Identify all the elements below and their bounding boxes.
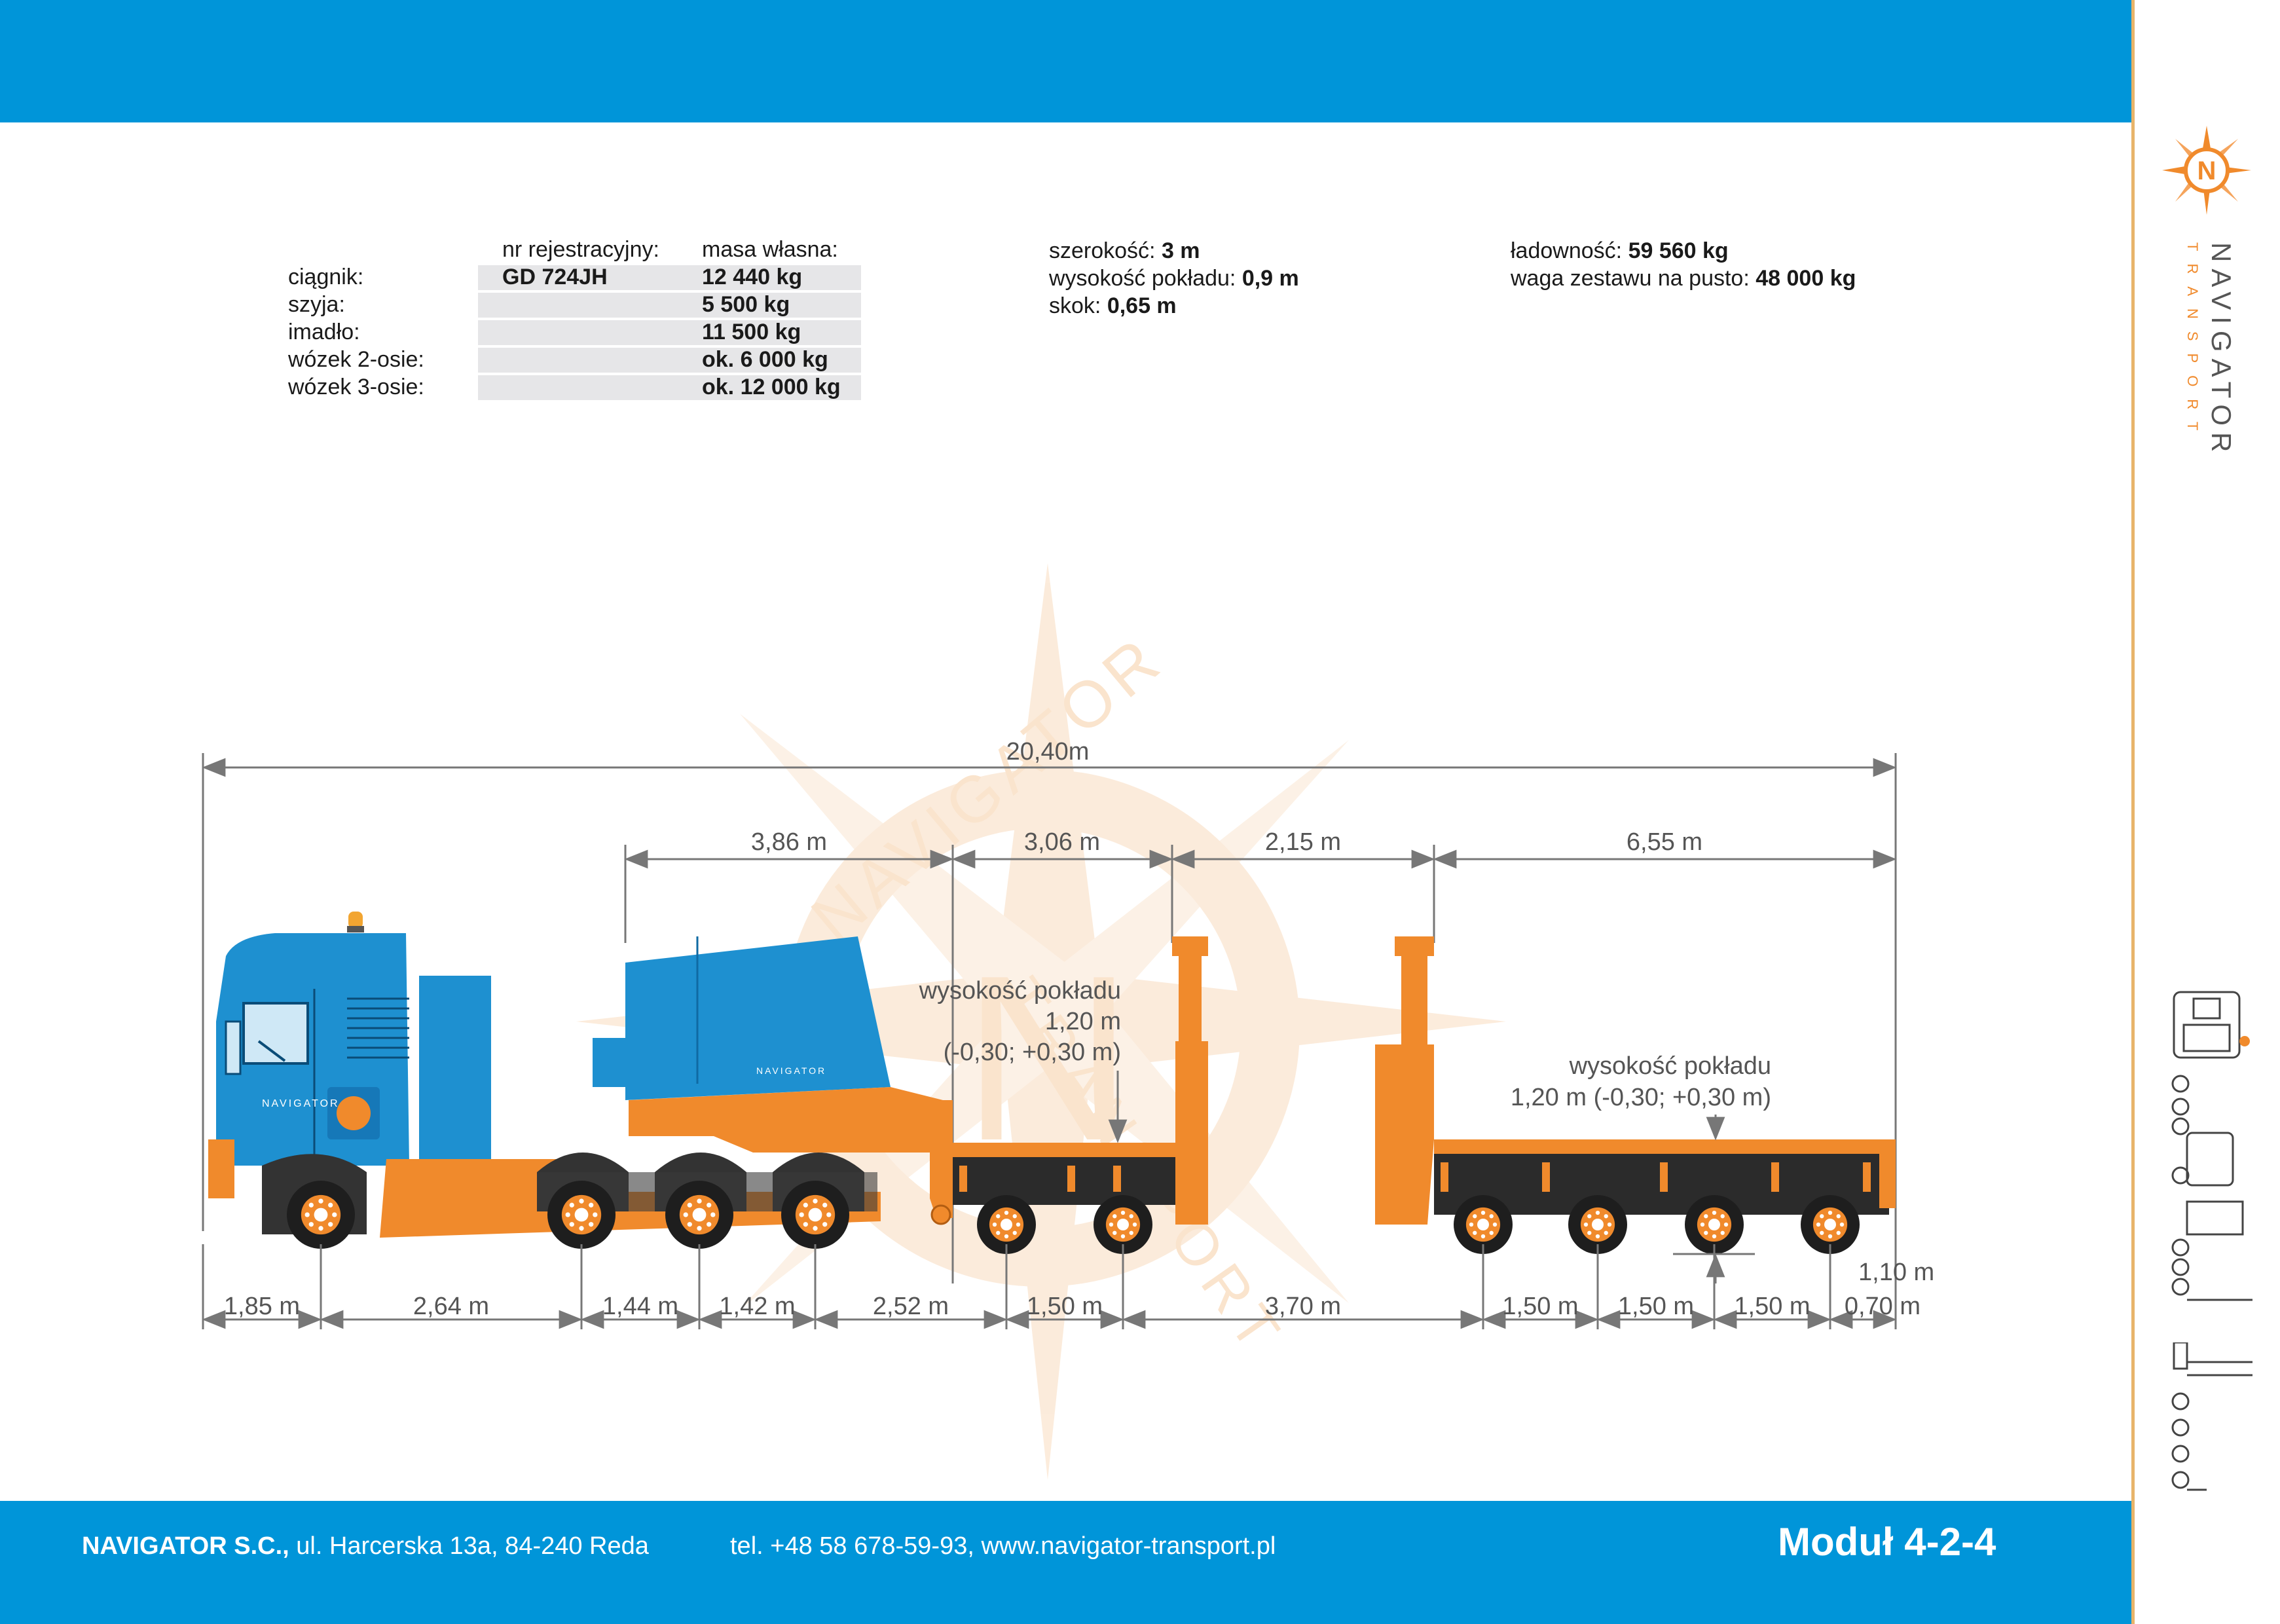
spec-empty-weight-label: waga zestawu na pusto: xyxy=(1511,266,1750,291)
dim-lower-label: 1,50 m xyxy=(1618,1293,1694,1320)
spec-payload: ładowność: 59 560 kg xyxy=(1511,237,1729,265)
row-mass-tractor: 12 440 kg xyxy=(702,265,803,289)
side-thumbnail-dolly xyxy=(2171,1342,2252,1491)
neck-beam xyxy=(930,1100,953,1225)
deck-note-1-line3: (-0,30; +0,30 m) xyxy=(944,1039,1121,1066)
svg-text:N: N xyxy=(2197,157,2216,185)
right-panel xyxy=(2131,0,2280,1624)
spec-deck-height: wysokość pokładu: 0,9 m xyxy=(1049,265,1299,292)
dim-lower-label: 0,70 m xyxy=(1845,1293,1921,1320)
overall-length-dimension: 20,40m xyxy=(202,738,1897,1323)
row-label-neck: szyja: xyxy=(288,292,345,317)
footer-address: ul. Harcerska 13a, 84-240 Reda xyxy=(289,1532,649,1560)
dolly-2-axle xyxy=(953,936,1208,1225)
table-header-mass: masa własna: xyxy=(702,237,838,262)
row-label-dolly-3: wózek 3-osie: xyxy=(288,375,424,399)
spec-payload-value: 59 560 kg xyxy=(1628,238,1729,263)
wheel-icon xyxy=(977,1195,1036,1254)
deck-note-trailer: wysokość pokładu 1,20 m (-0,30; +0,30 m) xyxy=(1511,1052,1771,1141)
spec-width: szerokość: 3 m xyxy=(1049,237,1200,265)
navigator-logo-icon: N xyxy=(2162,126,2251,215)
dim-lower-label: 2,64 m xyxy=(413,1293,489,1320)
spec-width-label: szerokość: xyxy=(1049,238,1156,263)
spec-empty-weight: waga zestawu na pusto: 48 000 kg xyxy=(1511,265,1856,292)
dim-lower-label: 1,50 m xyxy=(1734,1293,1810,1320)
row-reg-tractor: GD 724JH xyxy=(502,265,608,289)
brand-name: NAVIGATOR xyxy=(2206,242,2237,459)
side-thumbnail-top-view xyxy=(2171,991,2252,1301)
dim-lower-label: 3,70 m xyxy=(1265,1293,1341,1320)
wheel-icon xyxy=(287,1181,355,1249)
spec-payload-label: ładowność: xyxy=(1511,238,1623,263)
table-row-bg xyxy=(478,320,861,345)
row-label-clamp: imadło: xyxy=(288,320,360,344)
spec-stroke: skok: 0,65 m xyxy=(1049,292,1177,320)
wheel-icon xyxy=(665,1181,733,1249)
vehicle-diagram: N NAVIGATOR TRANSPORT 20,40m 3,86 m 3,06… xyxy=(202,563,1934,1480)
spec-deck-height-label: wysokość pokładu: xyxy=(1049,266,1236,291)
table-row-bg xyxy=(478,348,861,373)
header-band xyxy=(0,0,2131,122)
wheels xyxy=(287,1181,1860,1254)
wheel-icon xyxy=(1801,1195,1860,1254)
row-mass-dolly-3: ok. 12 000 kg xyxy=(702,375,841,399)
wheel-icon xyxy=(1685,1195,1744,1254)
dim-lower-label: 2,52 m xyxy=(873,1293,949,1320)
overall-length-label: 20,40m xyxy=(1006,738,1090,766)
lower-dimensions: 1,85 m 2,64 m 1,44 m 1,42 m 2,52 m 1,50 m 3,70… xyxy=(202,1244,1921,1329)
row-label-tractor: ciągnik: xyxy=(288,265,364,289)
row-mass-dolly-2: ok. 6 000 kg xyxy=(702,347,828,372)
table-row-bg xyxy=(478,293,861,318)
dim-upper-2: 3,06 m xyxy=(1024,828,1100,856)
wheel-icon xyxy=(1454,1195,1513,1254)
table-header-reg: nr rejestracyjny: xyxy=(502,237,659,262)
footer-band xyxy=(0,1501,2131,1624)
right-panel-divider xyxy=(2131,0,2135,1624)
deck-note-dolly: wysokość pokładu 1,20 m (-0,30; +0,30 m) xyxy=(919,977,1128,1143)
dim-upper-4: 6,55 m xyxy=(1627,828,1702,856)
spec-width-value: 3 m xyxy=(1161,238,1200,263)
dim-upper-3: 2,15 m xyxy=(1265,828,1341,856)
row-label-dolly-2: wózek 2-osie: xyxy=(288,347,424,372)
clamp-module: NAVIGATOR xyxy=(593,936,953,1153)
wheel-icon xyxy=(547,1181,616,1249)
spec-stroke-label: skok: xyxy=(1049,293,1101,318)
truck-logo-text: NAVIGATOR xyxy=(262,1098,340,1109)
spec-empty-weight-value: 48 000 kg xyxy=(1756,266,1856,291)
deck-note-2-line2: 1,20 m (-0,30; +0,30 m) xyxy=(1511,1084,1771,1111)
deck-note-1-line2: 1,20 m xyxy=(1045,1008,1121,1035)
row-mass-clamp: 11 500 kg xyxy=(702,320,801,344)
spec-deck-height-value: 0,9 m xyxy=(1241,266,1299,291)
wheel-icon xyxy=(781,1181,849,1249)
spec-stroke-value: 0,65 m xyxy=(1107,293,1177,318)
wheel-icon xyxy=(1568,1195,1627,1254)
table-row-bg xyxy=(478,265,861,290)
upper-dimensions: 3,86 m 3,06 m 2,15 m 6,55 m xyxy=(624,828,1897,1283)
footer-company-name: NAVIGATOR S.C., xyxy=(82,1532,289,1560)
dim-right-height: 1,10 m xyxy=(1858,1259,1934,1286)
dim-lower-label: 1,85 m xyxy=(224,1293,300,1320)
module-title: Moduł 4-2-4 xyxy=(1778,1520,1996,1564)
table-row-bg xyxy=(478,375,861,400)
dim-lower-label: 1,50 m xyxy=(1027,1293,1103,1320)
deck-note-2-line1: wysokość pokładu xyxy=(1569,1052,1771,1080)
dim-lower-label: 1,44 m xyxy=(602,1293,678,1320)
dim-lower-label: 1,50 m xyxy=(1502,1293,1578,1320)
wheel-icon xyxy=(1094,1195,1152,1254)
right-height-dimension: 1,10 m xyxy=(1673,1253,1934,1286)
footer-contact: tel. +48 58 678-59-93, www.navigator-tra… xyxy=(730,1532,1276,1560)
row-mass-neck: 5 500 kg xyxy=(702,292,790,317)
footer-company: NAVIGATOR S.C., ul. Harcerska 13a, 84-24… xyxy=(82,1532,649,1560)
dim-upper-1: 3,86 m xyxy=(751,828,827,856)
deck-note-1-line1: wysokość pokładu xyxy=(919,977,1121,1005)
svg-text:NAVIGATOR: NAVIGATOR xyxy=(756,1065,826,1076)
dim-lower-label: 1,42 m xyxy=(719,1293,795,1320)
dolly-3-axle xyxy=(1375,936,1896,1225)
brand-sub: TRANSPORT xyxy=(2184,242,2201,443)
